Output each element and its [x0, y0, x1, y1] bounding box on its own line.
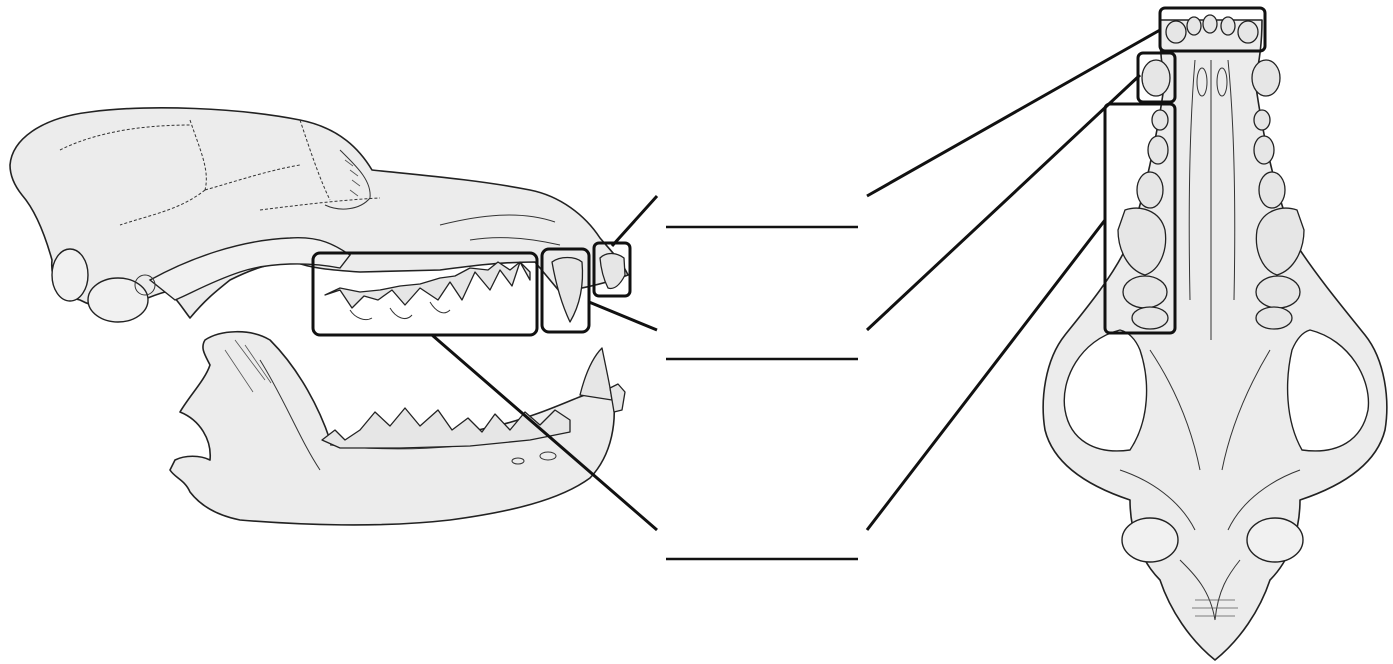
- lateral-upper-tooth-roots: [350, 302, 450, 320]
- ventral-right-canine: [1252, 60, 1280, 96]
- lateral-skull-view: [10, 108, 628, 525]
- lateral-lower-canine: [580, 348, 612, 400]
- ventral-left-tympanic-bulla: [1122, 518, 1178, 562]
- lateral-upper-canine: [552, 258, 583, 323]
- ventral-skull-view: [1043, 15, 1387, 660]
- lateral-occipital-condyle: [52, 249, 88, 301]
- lateral-tympanic-bulla: [88, 278, 148, 322]
- ventral-right-tympanic-bulla: [1247, 518, 1303, 562]
- ventral-left-cheek-teeth: [1118, 110, 1168, 329]
- ventral-right-cheek-teeth: [1254, 110, 1304, 329]
- leader-lateral-incisors: [612, 196, 657, 246]
- leader-ventral-incisors: [867, 30, 1160, 196]
- leader-lateral-canine: [589, 302, 657, 330]
- ventral-left-canine: [1142, 60, 1170, 96]
